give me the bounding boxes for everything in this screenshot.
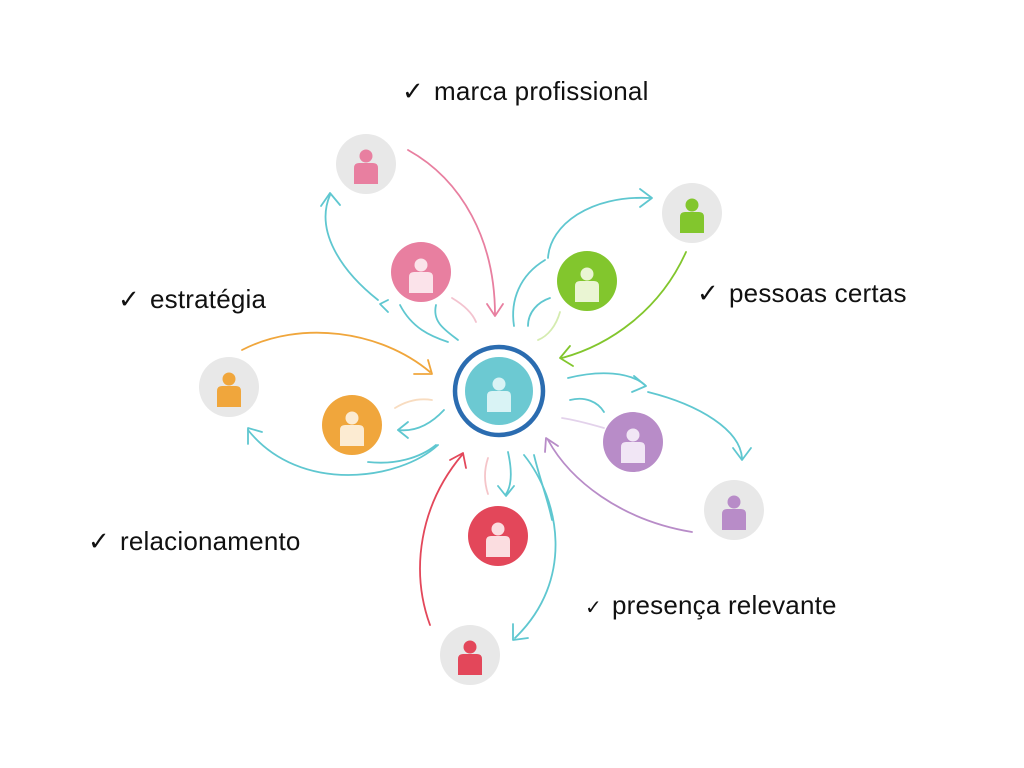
label-relacionamento: ✓ relacionamento	[88, 526, 301, 557]
arrowhead	[397, 421, 409, 439]
arrowhead	[320, 192, 341, 207]
checkmark-icon: ✓	[585, 597, 602, 619]
checkmark-icon: ✓	[88, 526, 110, 556]
arrowhead	[732, 447, 752, 461]
node-center	[452, 344, 546, 438]
arrow-green-inner-to-green-outer	[547, 197, 651, 259]
checkmark-icon: ✓	[402, 76, 424, 106]
arrowhead	[631, 375, 647, 393]
node-red-outer	[440, 625, 500, 685]
arrow-small-teal-green	[527, 297, 551, 327]
arrowhead	[449, 452, 467, 469]
arrowhead	[512, 623, 529, 641]
label-text: relacionamento	[120, 526, 301, 556]
label-pessoas-certas: ✓ pessoas certas	[697, 278, 907, 309]
label-text: pessoas certas	[729, 278, 907, 308]
arrow-center-to-green-inner	[512, 259, 546, 327]
arrow-center-to-orange-inner	[397, 409, 445, 432]
arrow-pink-inner-to-pink-outer	[324, 194, 379, 301]
checkmark-icon: ✓	[118, 284, 140, 314]
arrow-green-inner-to-center	[537, 311, 561, 341]
arrowhead	[486, 303, 504, 317]
node-orange-outer	[199, 357, 259, 417]
node-pink-inner	[391, 242, 451, 302]
arrow-red-inner-to-red-outer	[514, 454, 557, 639]
arrowhead	[544, 437, 559, 453]
arrowhead	[379, 299, 389, 313]
node-purple-outer	[704, 480, 764, 540]
node-orange-inner	[322, 395, 382, 455]
node-green-outer	[662, 183, 722, 243]
label-estrategia: ✓ estratégia	[118, 284, 266, 315]
node-purple-inner	[603, 412, 663, 472]
arrow-small-teal-orange	[367, 444, 437, 464]
arrow-small-teal-purple	[569, 397, 605, 413]
label-marca-profissional: ✓ marca profissional	[402, 76, 649, 107]
arrow-center-to-purple-inner	[567, 372, 646, 386]
node-pink-outer	[336, 134, 396, 194]
label-text: estratégia	[150, 284, 267, 314]
arrow-pink-inner-to-center	[451, 297, 477, 323]
arrowhead	[497, 485, 515, 497]
arrowhead	[247, 427, 263, 445]
checkmark-icon: ✓	[697, 278, 719, 308]
arrow-pink-outer-to-center	[407, 149, 496, 316]
arrow-orange-inner-to-orange-outer	[247, 429, 439, 476]
arrow-small-teal-red	[533, 454, 553, 521]
arrow-center-to-pink-inner	[399, 304, 449, 343]
label-text: presença relevante	[611, 590, 837, 620]
node-red-inner	[468, 506, 528, 566]
arrow-purple-inner-to-center	[561, 417, 605, 429]
arrow-purple-inner-to-purple-outer	[647, 391, 743, 459]
arrow-green-outer-to-center	[561, 251, 687, 359]
arrow-orange-outer-to-center	[241, 331, 431, 373]
label-presenca-relevante: ✓ presença relevante	[585, 590, 837, 621]
arrow-purple-outer-to-center	[547, 439, 693, 533]
arrow-orange-inner-to-center	[394, 398, 433, 409]
node-green-inner	[557, 251, 617, 311]
arrowhead	[559, 345, 574, 367]
arrowhead	[639, 188, 653, 208]
label-text: marca profissional	[434, 76, 649, 106]
arrow-center-to-red-inner	[505, 451, 512, 495]
arrow-small-teal-pink	[434, 304, 459, 341]
arrowhead	[413, 359, 433, 375]
arrow-red-outer-to-center	[419, 454, 463, 626]
arrow-red-inner-to-center	[484, 457, 489, 495]
